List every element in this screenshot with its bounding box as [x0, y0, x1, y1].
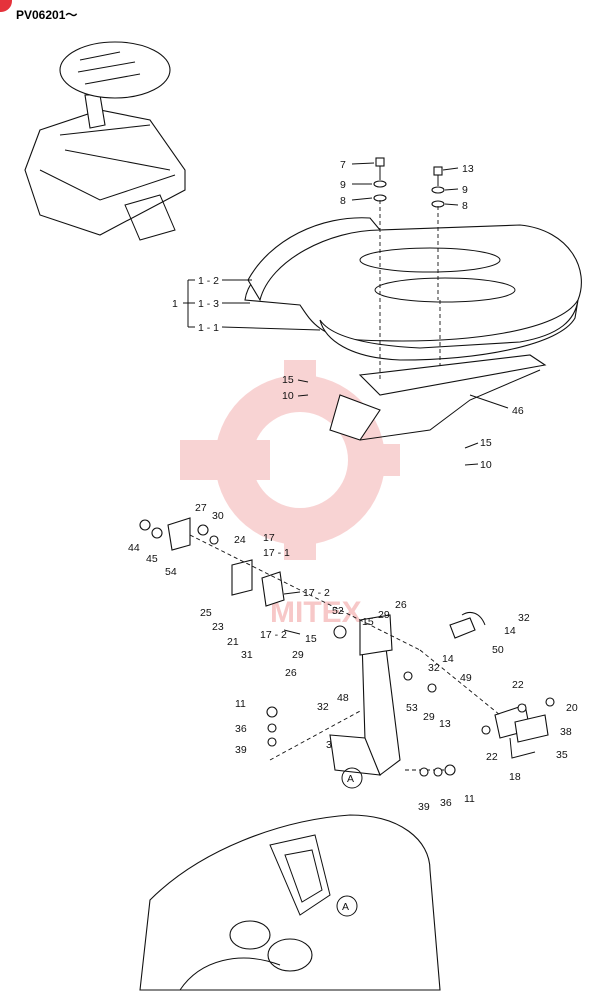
callout-leaders	[183, 162, 509, 635]
callout-21: 21	[227, 636, 239, 648]
seat-frame	[329, 270, 547, 441]
callout-1-3: 1 - 3	[198, 298, 219, 310]
callout-32: 32	[317, 701, 329, 713]
callout-32: 32	[518, 612, 530, 624]
callout-30: 30	[212, 510, 224, 522]
callout-50: 50	[492, 644, 504, 656]
watermark-text: MITEX	[270, 596, 362, 629]
callout-11: 11	[464, 793, 475, 805]
callout-8: 8	[462, 200, 468, 212]
callout-38: 38	[560, 726, 572, 738]
callout-32: 32	[428, 662, 440, 674]
callout-14: 14	[442, 653, 454, 665]
callout-29: 29	[292, 649, 304, 661]
callout-1: 1	[172, 298, 178, 310]
callout-15: 15	[362, 616, 374, 628]
callout-31: 31	[241, 649, 253, 661]
callout-22: 22	[512, 679, 524, 691]
callout-a: A	[347, 773, 354, 785]
seat-cushion	[244, 217, 582, 361]
callout-3: 3	[326, 739, 332, 751]
callout-23: 23	[212, 621, 224, 633]
callout-24: 24	[234, 534, 246, 546]
callout-11: 11	[235, 698, 246, 710]
callout-15: 15	[480, 437, 492, 449]
callout-20: 20	[566, 702, 578, 714]
callout-36: 36	[235, 723, 247, 735]
callout-18: 18	[509, 771, 521, 783]
callout-13: 13	[462, 163, 474, 175]
callout-27: 27	[195, 502, 207, 514]
callout-29: 29	[378, 609, 390, 621]
callout-39: 39	[235, 744, 247, 756]
callout-17-2: 17 - 2	[260, 629, 287, 641]
callout-17: 17	[263, 532, 275, 544]
callout-a: A	[342, 901, 349, 913]
model-code-label: PV06201～	[16, 8, 78, 22]
callout-1-2: 1 - 2	[198, 275, 219, 287]
callout-8: 8	[340, 195, 346, 207]
callout-26: 26	[285, 667, 297, 679]
seat-bolt-set	[373, 157, 445, 300]
tractor-fender-illustration	[139, 814, 441, 991]
callout-10: 10	[282, 390, 294, 402]
callout-54: 54	[165, 566, 177, 578]
callout-9: 9	[340, 179, 346, 191]
callout-9: 9	[462, 184, 468, 196]
callout-39: 39	[418, 801, 430, 813]
callout-49: 49	[460, 672, 472, 684]
callout-labels: 7 9 8 13 9 8 1 - 2 1 1 - 3 1 - 1 15 10 4…	[128, 159, 578, 917]
callout-25: 25	[200, 607, 212, 619]
callout-48: 48	[337, 692, 349, 704]
callout-52: 52	[332, 605, 344, 617]
callout-1-1: 1 - 1	[198, 322, 219, 334]
callout-36: 36	[440, 797, 452, 809]
callout-13: 13	[439, 718, 451, 730]
callout-10: 10	[480, 459, 492, 471]
callout-46: 46	[512, 405, 524, 417]
callout-15: 15	[305, 633, 317, 645]
callout-26: 26	[395, 599, 407, 611]
callout-44: 44	[128, 542, 140, 554]
callout-17-1: 17 - 1	[263, 547, 290, 559]
seat-bracket-assembly	[139, 517, 555, 777]
callout-15: 15	[282, 374, 294, 386]
callout-14: 14	[504, 625, 516, 637]
callout-22: 22	[486, 751, 498, 763]
callout-29: 29	[423, 711, 435, 723]
overview-seat-illustration	[24, 41, 186, 241]
callout-7: 7	[340, 159, 346, 171]
callout-35: 35	[556, 749, 568, 761]
callout-45: 45	[146, 553, 158, 565]
callout-53: 53	[406, 702, 418, 714]
callout-17-2: 17 - 2	[303, 587, 330, 599]
